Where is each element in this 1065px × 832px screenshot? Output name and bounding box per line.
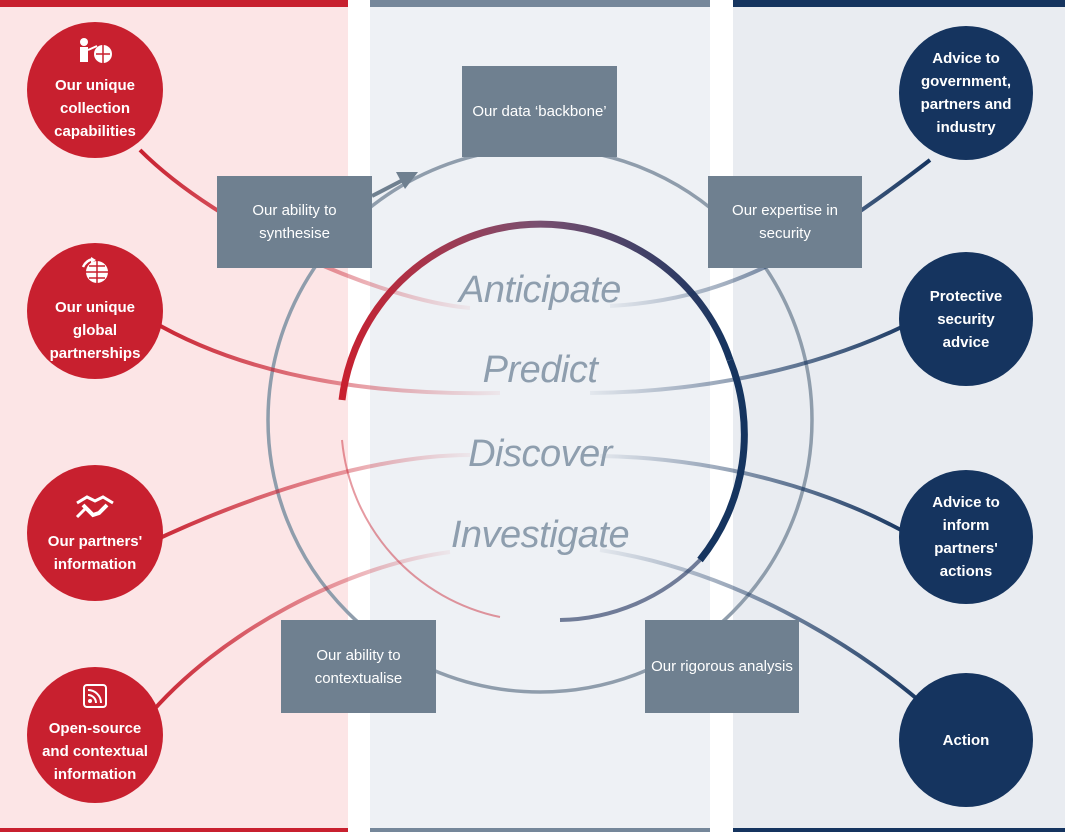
box-synthesise-label: Our ability to synthesise	[252, 202, 337, 242]
connector-partnerships	[148, 318, 501, 396]
handshake-icon	[73, 491, 117, 528]
input-open-source-label: Open-source and contextual information	[42, 720, 148, 783]
input-partners-information: Our partners' information	[27, 465, 163, 601]
person-globe-icon	[75, 37, 115, 72]
output-protective-security-label: Protective security advice	[929, 287, 1003, 351]
connector-action	[599, 548, 932, 712]
middle-top-rule	[370, 0, 710, 7]
middle-bottom-rule	[370, 828, 710, 832]
box-contextualise: Our ability to contextualise	[281, 620, 436, 713]
connector-protective	[589, 316, 921, 395]
output-action: Action	[899, 673, 1033, 807]
box-synthesise: Our ability to synthesise	[217, 176, 372, 268]
left-top-rule	[0, 0, 348, 7]
connector-partners-info	[144, 453, 471, 547]
input-global-partnerships: Our unique global partnerships	[27, 243, 163, 379]
input-partners-info-label: Our partners' information	[47, 532, 143, 573]
inner-ring-top-arc	[338, 220, 734, 401]
stage-discover: Discover	[468, 433, 612, 475]
box-data-backbone-label: Our data ‘backbone’	[472, 103, 607, 120]
synthesise-arrow-head	[396, 172, 418, 189]
output-action-label: Action	[942, 731, 990, 749]
globe-refresh-icon	[78, 257, 112, 294]
right-bottom-rule	[733, 828, 1065, 832]
input-collection-capabilities: Our unique collection capabilities	[27, 22, 163, 158]
connector-inform-partners	[599, 454, 911, 537]
stage-anticipate: Anticipate	[459, 269, 621, 311]
connector-advice-government	[609, 158, 932, 308]
output-protective-security: Protective security advice	[899, 252, 1033, 386]
rss-icon	[83, 684, 107, 715]
input-open-source: Open-source and contextual information	[27, 667, 163, 803]
box-contextualise-label: Our ability to contextualise	[314, 646, 403, 687]
left-bottom-rule	[0, 828, 348, 832]
input-partnerships-label: Our unique global partnerships	[49, 299, 141, 362]
box-expertise: Our expertise in security	[708, 176, 862, 268]
inner-ring-right-arc	[697, 358, 748, 563]
box-analysis-label: Our rigorous analysis	[651, 658, 793, 675]
right-top-rule	[733, 0, 1065, 7]
connector-open-source	[143, 550, 451, 722]
inner-ring-left-arc	[341, 439, 501, 618]
synthesise-arrow-shaft	[371, 178, 404, 198]
input-collection-label: Our unique collection capabilities	[54, 77, 136, 140]
output-advice-government-label: Advice to government, partners and indus…	[920, 50, 1012, 136]
output-inform-partners: Advice to inform partners' actions	[899, 470, 1033, 604]
output-advice-government: Advice to government, partners and indus…	[899, 26, 1033, 160]
stage-investigate: Investigate	[450, 514, 630, 556]
box-expertise-label: Our expertise in security	[732, 202, 838, 242]
stage-predict: Predict	[482, 349, 598, 391]
box-analysis: Our rigorous analysis	[645, 620, 799, 713]
output-inform-partners-label: Advice to inform partners' actions	[932, 494, 1000, 580]
box-data-backbone: Our data ‘backbone’	[462, 66, 617, 157]
